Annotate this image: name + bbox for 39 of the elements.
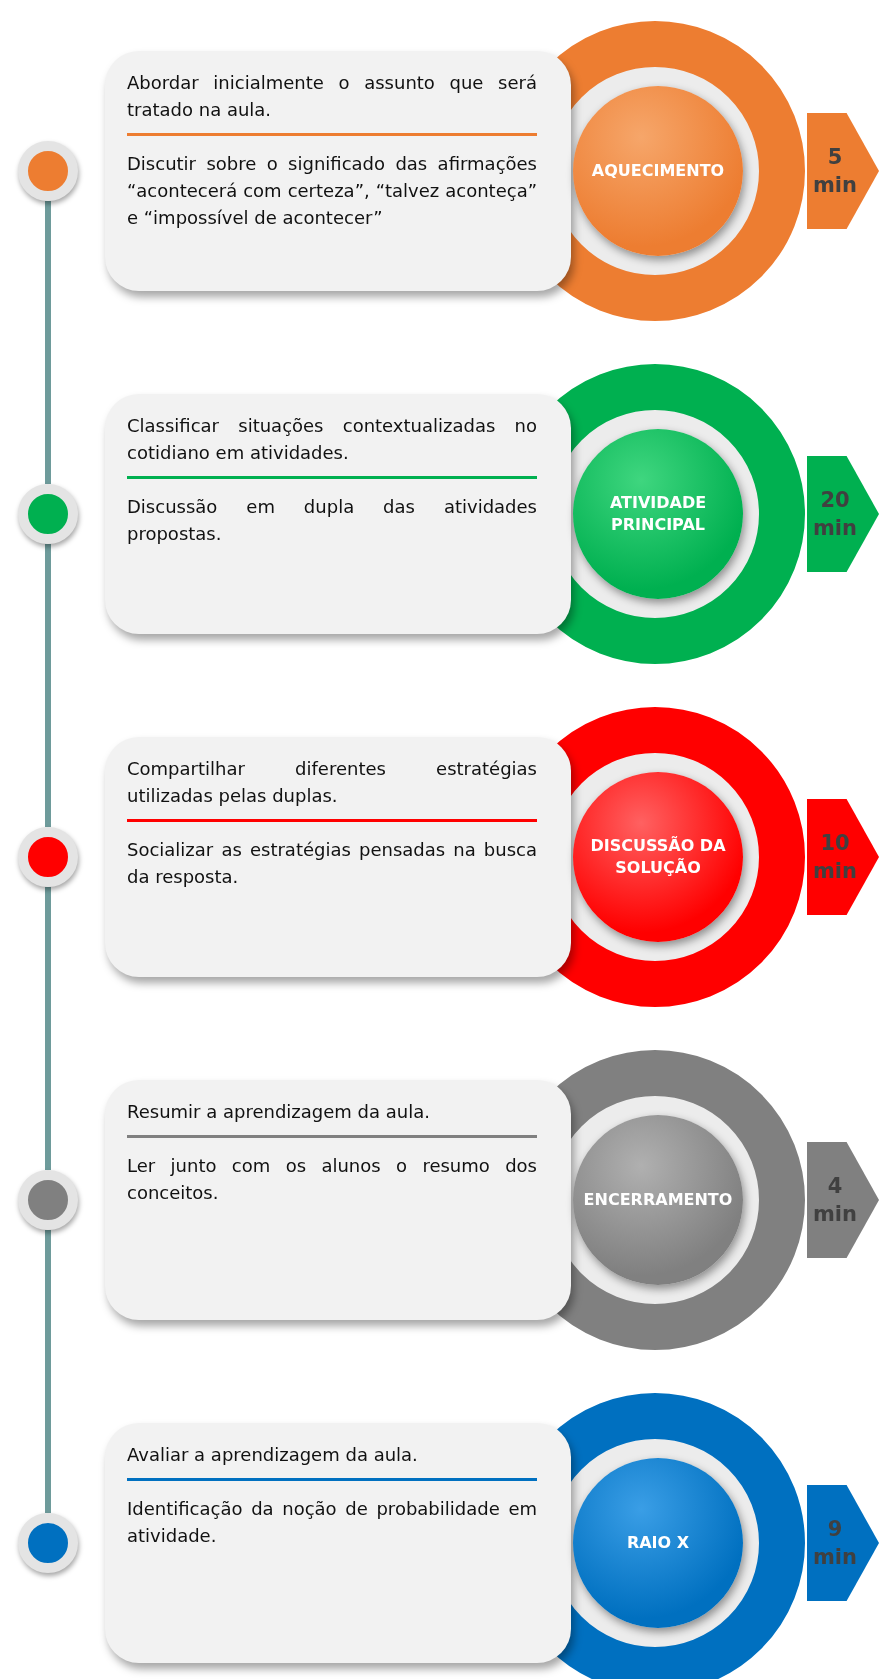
text-card (105, 51, 571, 291)
timeline-dot (18, 484, 78, 544)
duration-tab (807, 1142, 879, 1258)
text-card (105, 394, 571, 634)
card-text: Discussão em dupla das atividades propostas. (127, 495, 537, 546)
duration-tab (807, 799, 879, 915)
duration-text: 4 min (812, 1173, 858, 1228)
text-card (105, 737, 571, 977)
duration-text: 5 min (812, 144, 858, 199)
stage-label: ENCERRAMENTO (583, 1189, 733, 1211)
stage-label: AQUECIMENTO (591, 160, 725, 182)
stage-label: DISCUSSÃO DA SOLUÇÃO (589, 835, 727, 879)
timeline-dot (18, 141, 78, 201)
card-text: Socializar as estratégias pensadas na busca da resposta. (127, 838, 537, 889)
duration-tab (807, 456, 879, 572)
timeline-line (45, 887, 51, 1170)
card-text: Avaliar a aprendizagem da aula. (127, 1443, 419, 1467)
card-text: Compartilhar diferentes estratégias utilizadas pelas duplas. (127, 757, 537, 808)
duration-text: 20 min (812, 487, 858, 542)
timeline-dot (18, 827, 78, 887)
card-text: Discutir sobre o significado das afirmações “acontecerá com certeza”, “talvez aconteça” e “impossível de acontecer” (127, 152, 537, 230)
text-card (105, 1423, 571, 1663)
text-card (105, 1080, 571, 1320)
timeline-line (45, 544, 51, 827)
duration-text: 9 min (812, 1516, 858, 1571)
timeline-dot (18, 1513, 78, 1573)
timeline-line (45, 201, 51, 484)
card-text: Classificar situações contextualizadas no cotidiano em atividades. (127, 414, 537, 465)
card-text: Identificação da noção de probabilidade em atividade. (127, 1497, 537, 1548)
duration-tab (807, 1485, 879, 1601)
timeline-dot (18, 1170, 78, 1230)
timeline-line (45, 1230, 51, 1513)
stage-label: RAIO X (626, 1532, 690, 1554)
duration-tab (807, 113, 879, 229)
card-text: Ler junto com os alunos o resumo dos conceitos. (127, 1154, 537, 1205)
stage-label: ATIVIDADE PRINCIPAL (608, 492, 708, 536)
card-text: Resumir a aprendizagem da aula. (127, 1100, 431, 1124)
duration-text: 10 min (812, 830, 858, 885)
card-text: Abordar inicialmente o assunto que será tratado na aula. (127, 71, 537, 122)
